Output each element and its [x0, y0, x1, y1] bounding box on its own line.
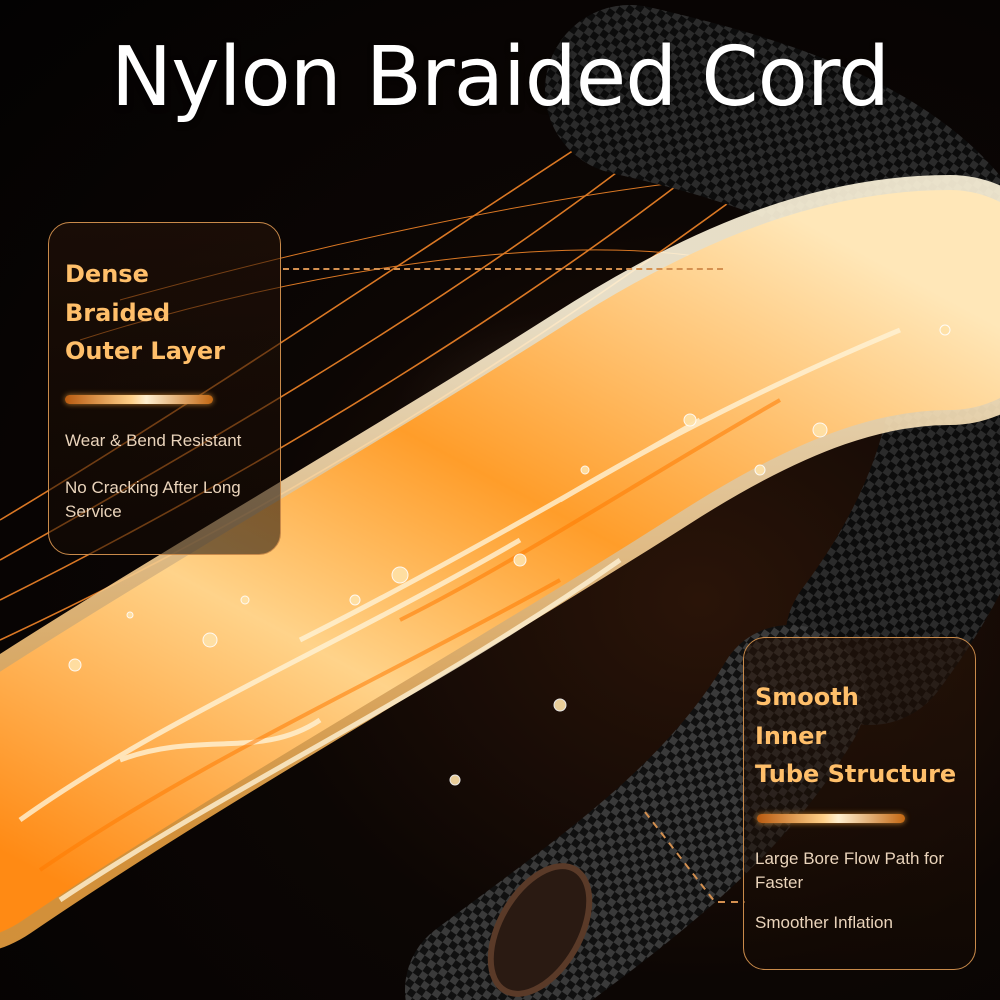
callout-heading-line: Smooth — [755, 683, 859, 711]
inner-tube-callout: Smooth Inner Tube Structure Large Bore F… — [743, 637, 976, 970]
feature-text: Large Bore Flow Path for Faster — [755, 848, 944, 892]
page-title: Nylon Braided Cord — [110, 30, 890, 125]
callout-connector-line — [283, 268, 723, 270]
callout-heading: Smooth Inner Tube Structure — [755, 678, 975, 794]
outer-layer-callout: Dense Braided Outer Layer Wear & Bend Re… — [48, 222, 281, 555]
callout-heading-line: Braided — [65, 298, 171, 327]
flowing-fluid — [0, 190, 1000, 932]
hose-cut-edge — [487, 863, 593, 997]
callout-heading-line: Dense — [65, 260, 149, 288]
callout-heading: Dense Braided Outer Layer — [65, 255, 280, 371]
glow-divider — [65, 394, 213, 404]
feature-text: Smoother Inflation — [755, 912, 893, 932]
feature-text: Wear & Bend Resistant — [65, 430, 242, 450]
callout-heading-line: Outer Layer — [65, 337, 225, 365]
callout-heading-line: Inner — [755, 721, 827, 750]
callout-heading-line: Tube Structure — [755, 760, 957, 788]
fluid-swirls — [18, 327, 901, 903]
splash-droplets — [68, 324, 951, 786]
glow-divider — [757, 813, 905, 823]
feature-text: No Cracking After Long Service — [65, 477, 241, 521]
